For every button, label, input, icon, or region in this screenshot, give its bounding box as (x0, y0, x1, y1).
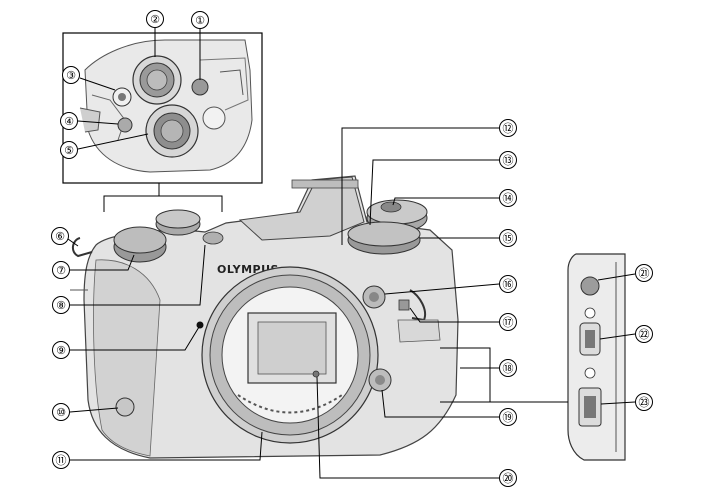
svg-text:⑯: ⑯ (503, 278, 514, 291)
callout-10: ⑩ (52, 403, 70, 421)
svg-text:⑮: ⑮ (503, 232, 514, 245)
svg-text:④: ④ (64, 115, 74, 128)
preview-button (115, 397, 135, 417)
callout-21: ㉑ (635, 264, 653, 282)
shutter-button (380, 201, 402, 213)
callouts: ① ② ③ ④ ⑤ ⑥ ⑦ ⑧ ⑨ ⑩ ⑪ ⑫ ⑬ ⑭ ⑮ ⑯ ⑰ ⑱ ⑲ ⑳ … (51, 10, 653, 487)
svg-text:⑭: ⑭ (503, 192, 514, 205)
svg-text:③: ③ (66, 69, 76, 82)
svg-text:⑱: ⑱ (503, 362, 514, 375)
svg-text:⑦: ⑦ (56, 264, 66, 277)
callout-9: ⑨ (52, 341, 70, 359)
callout-12: ⑫ (499, 119, 517, 137)
camera-body: OLYMPUS (70, 175, 459, 459)
terminal-jack (580, 276, 600, 296)
callout-17: ⑰ (499, 313, 517, 331)
callout-14: ⑭ (499, 189, 517, 207)
svg-text:⑰: ⑰ (503, 316, 514, 329)
callout-16: ⑯ (499, 275, 517, 293)
callout-3: ③ (62, 66, 80, 84)
svg-text:⑧: ⑧ (56, 299, 66, 312)
svg-text:⑪: ⑪ (56, 454, 67, 467)
grip (93, 259, 161, 457)
svg-text:②: ② (150, 13, 160, 26)
inset-connector (103, 183, 223, 212)
svg-text:⑫: ⑫ (503, 122, 514, 135)
callout-15: ⑮ (499, 229, 517, 247)
callout-8: ⑧ (52, 296, 70, 314)
svg-text:①: ① (195, 14, 205, 27)
callout-19: ⑲ (499, 408, 517, 426)
mount-mark (196, 321, 204, 329)
svg-text:⑨: ⑨ (56, 344, 66, 357)
callout-18: ⑱ (499, 359, 517, 377)
callout-6: ⑥ (51, 227, 69, 245)
callout-4: ④ (60, 112, 78, 130)
svg-text:⑥: ⑥ (55, 230, 65, 243)
inset-button-4 (117, 117, 133, 133)
front-lamp (398, 299, 410, 311)
callout-23: ㉓ (635, 393, 653, 411)
panel-connector (440, 347, 568, 403)
svg-text:㉓: ㉓ (639, 396, 650, 409)
callout-13: ⑬ (499, 151, 517, 169)
svg-text:㉑: ㉑ (639, 267, 650, 280)
callout-22: ㉒ (635, 325, 653, 343)
inset-top-controls (62, 32, 263, 184)
leader-lines (67, 28, 636, 479)
terminal-panel (567, 253, 626, 461)
callout-2: ② (146, 10, 164, 28)
svg-text:⑩: ⑩ (56, 406, 66, 419)
callout-11: ⑪ (52, 451, 70, 469)
callout-1: ① (191, 11, 209, 29)
svg-text:⑬: ⑬ (503, 154, 514, 167)
svg-text:⑳: ⑳ (503, 472, 514, 485)
svg-text:⑲: ⑲ (503, 411, 514, 424)
viewfinder-hump (238, 176, 365, 241)
svg-text:㉒: ㉒ (639, 328, 650, 341)
callout-7: ⑦ (52, 261, 70, 279)
callout-20: ⑳ (499, 469, 517, 487)
callout-5: ⑤ (60, 141, 78, 159)
svg-text:⑤: ⑤ (64, 144, 74, 157)
lens-lock-pin (312, 370, 320, 378)
inset-button-1 (191, 78, 209, 96)
